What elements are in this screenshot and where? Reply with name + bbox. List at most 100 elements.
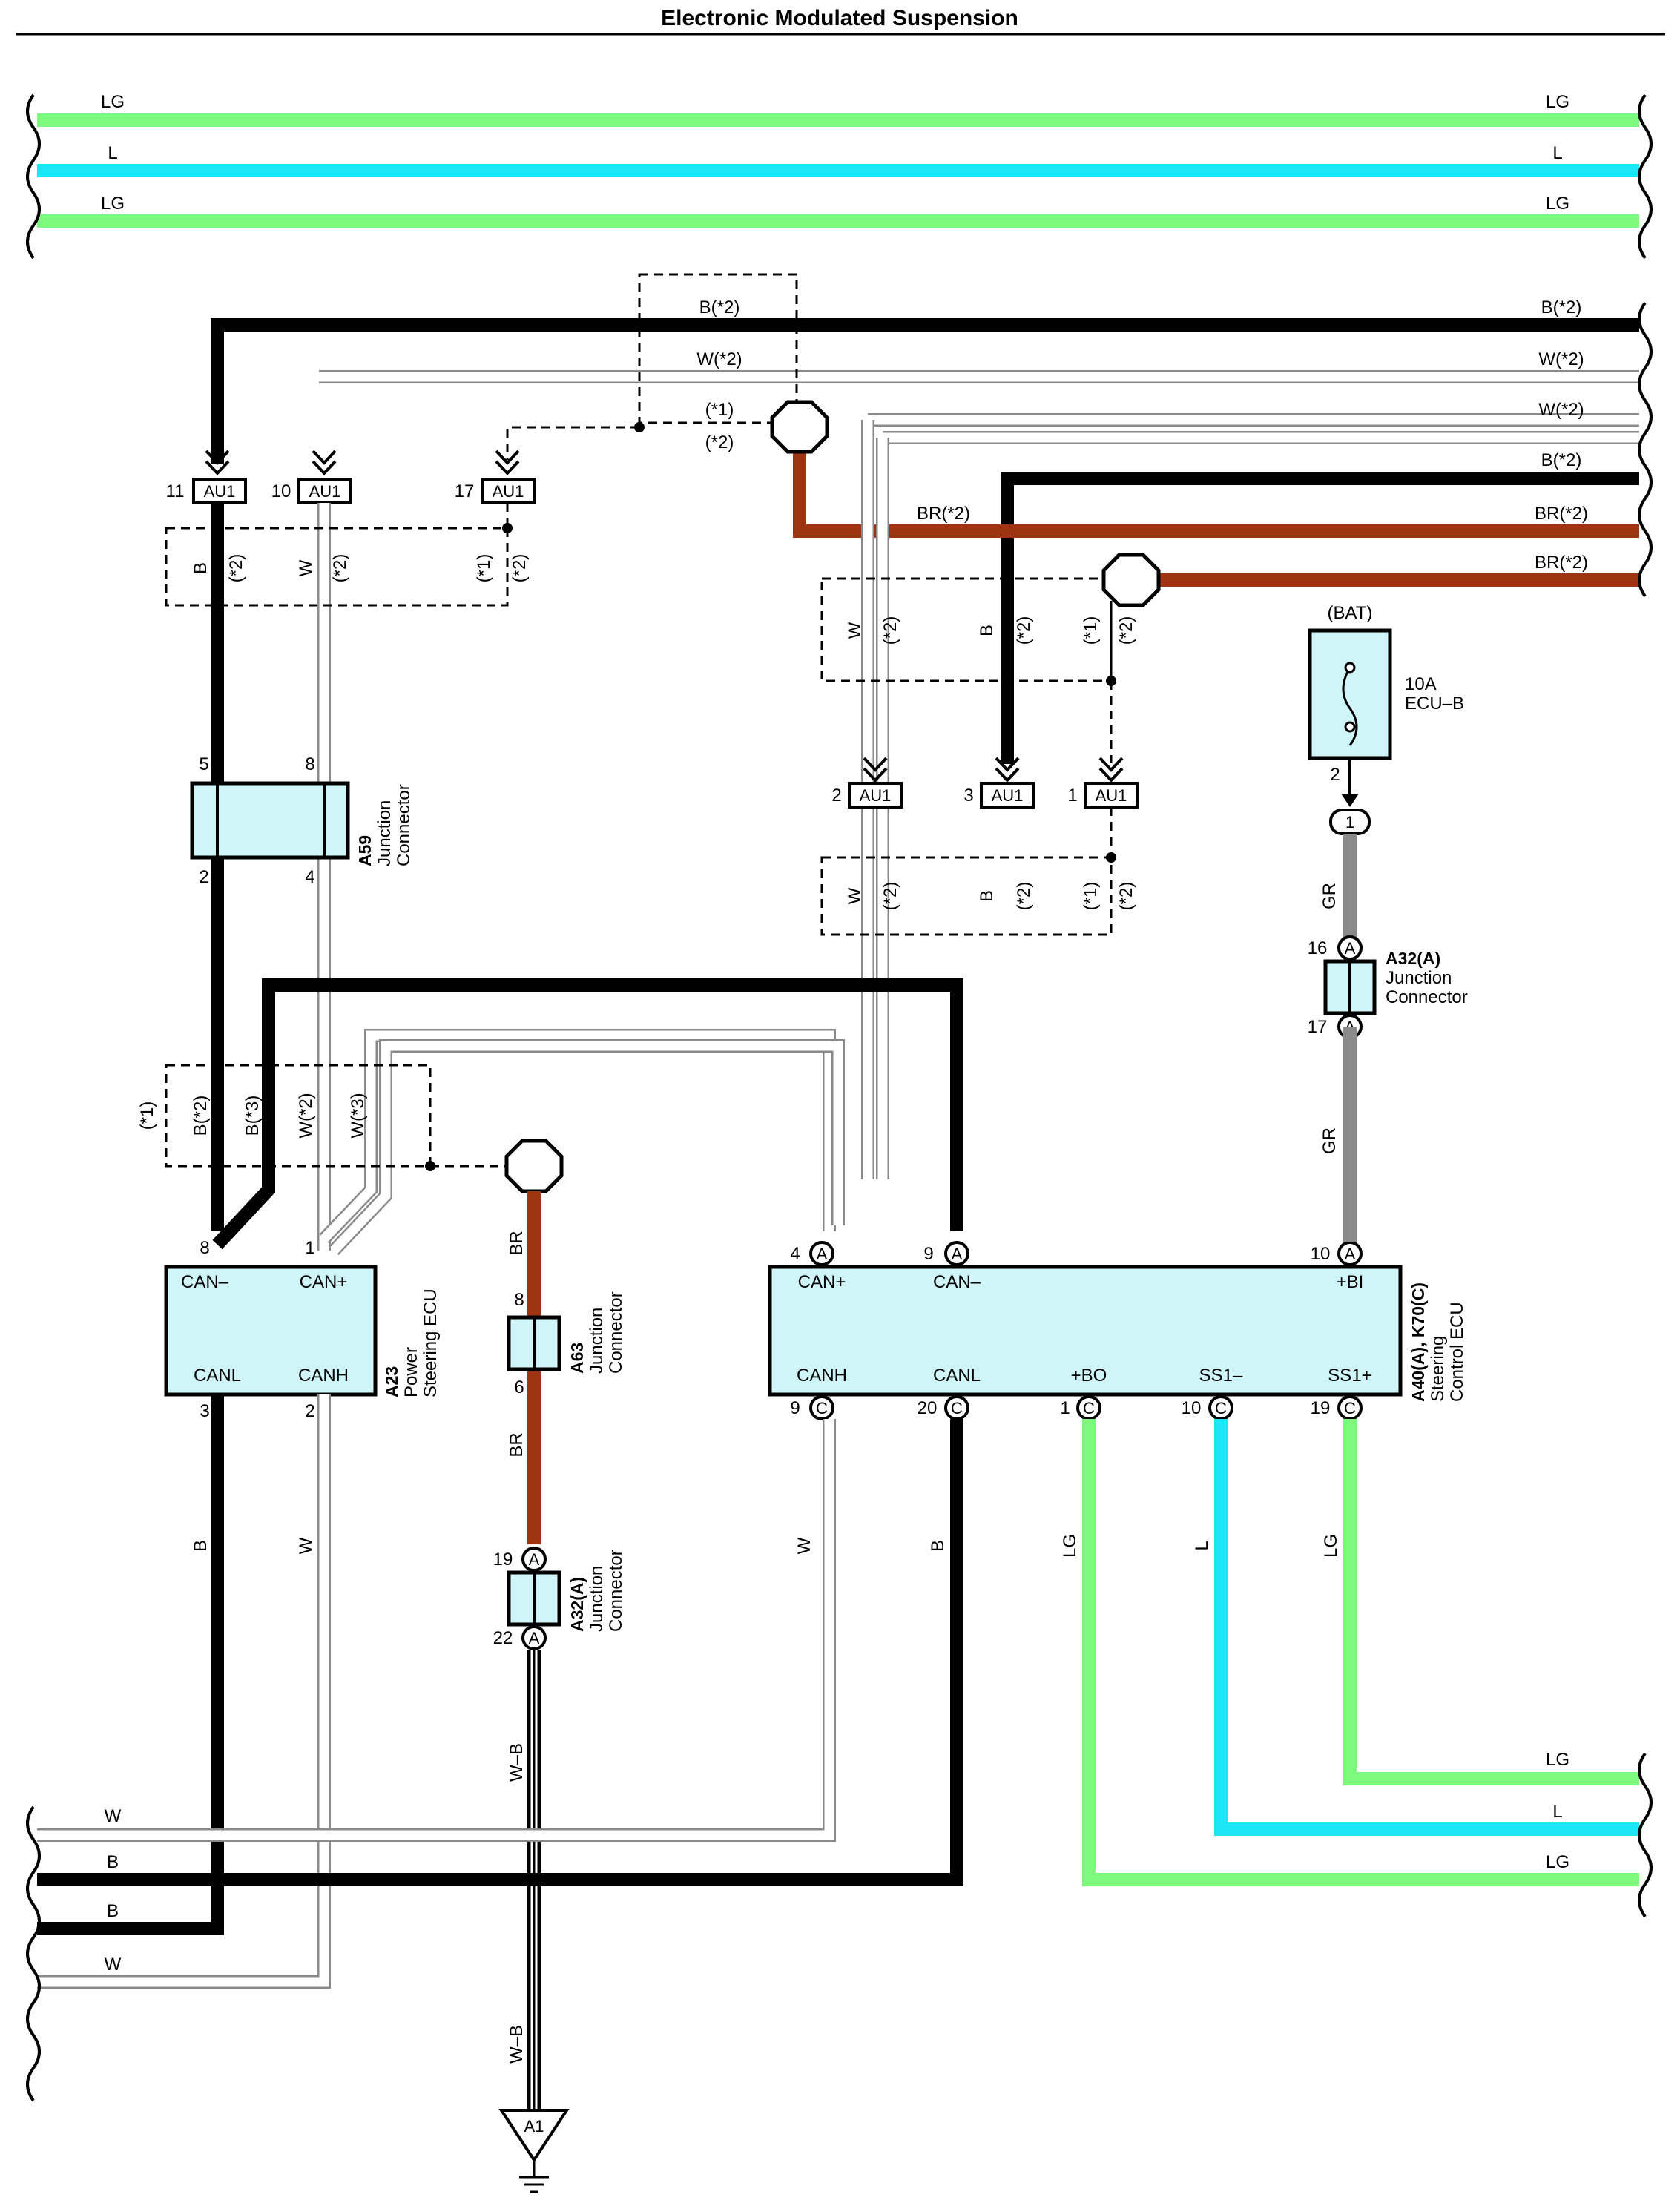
pin-number: 2	[831, 786, 841, 806]
svg-text:Control ECU: Control ECU	[1447, 1302, 1467, 1402]
svg-text:(*1): (*1)	[705, 400, 734, 420]
svg-text:Connector: Connector	[1386, 987, 1468, 1007]
svg-text:A: A	[529, 1550, 540, 1569]
svg-text:Connector: Connector	[606, 1291, 626, 1374]
svg-text:CANH: CANH	[298, 1366, 349, 1386]
svg-text:(*2): (*2)	[1014, 882, 1034, 911]
component-id: A59	[355, 835, 375, 866]
svg-text:9: 9	[790, 1398, 800, 1418]
wire-label: W(*2)	[1538, 400, 1584, 420]
svg-text:SS1+: SS1+	[1328, 1366, 1371, 1386]
svg-text:Connector: Connector	[394, 784, 414, 866]
svg-text:(*2): (*2)	[880, 882, 900, 911]
svg-text:A: A	[1345, 1245, 1356, 1263]
splice-point	[504, 1139, 564, 1193]
svg-text:LG: LG	[1546, 1750, 1569, 1770]
connector-label: AU1	[309, 482, 341, 501]
a63-junction-connector: 8 6 BR BR A63 Junction Connector	[507, 1231, 626, 1457]
svg-text:B(*3): B(*3)	[243, 1096, 263, 1136]
svg-text:CAN+: CAN+	[300, 1272, 348, 1292]
svg-text:CAN–: CAN–	[181, 1272, 229, 1292]
svg-text:(*1): (*1)	[474, 554, 494, 583]
svg-text:Junction: Junction	[1386, 968, 1452, 988]
a32-junction-connector-top: A A 16 17 A32(A) Junction Connector	[1308, 935, 1468, 1039]
svg-text:B: B	[191, 562, 211, 574]
wire-label: LG	[101, 194, 125, 214]
svg-text:Junction: Junction	[587, 1566, 607, 1632]
svg-text:W(*2): W(*2)	[296, 1093, 316, 1138]
svg-text:(*1): (*1)	[137, 1102, 157, 1130]
junction-dot	[634, 422, 645, 432]
svg-text:1: 1	[1345, 813, 1354, 832]
wire-label: L	[1552, 143, 1562, 163]
wire-label: B(*2)	[1541, 297, 1582, 317]
svg-text:(*2): (*2)	[880, 616, 900, 645]
svg-text:BR: BR	[507, 1231, 527, 1255]
left-lower-option-box: (*1) B(*2) B(*3) W(*2) W(*3)	[137, 1064, 510, 1171]
svg-text:6: 6	[514, 1377, 524, 1397]
svg-text:8: 8	[200, 1238, 209, 1258]
wire-label: BR(*2)	[917, 504, 970, 524]
svg-text:CAN+: CAN+	[798, 1272, 846, 1292]
connector-label: AU1	[1096, 786, 1127, 805]
svg-text:1: 1	[305, 1238, 314, 1258]
component-id: A23	[382, 1366, 401, 1397]
svg-text:B: B	[107, 1852, 119, 1872]
upper-option-box: B(*2) W(*2) (*1) (*2)	[506, 273, 798, 460]
a32-junction-connector-bottom: A A 19 22 A32(A) Junction Connector	[493, 1547, 626, 1650]
wire-label: W–B	[507, 2025, 527, 2064]
svg-text:CANL: CANL	[933, 1366, 981, 1386]
wire-label: W–B	[507, 1743, 527, 1782]
connector-label: AU1	[204, 482, 236, 501]
component-id: A32(A)	[1386, 949, 1440, 968]
svg-text:BR: BR	[507, 1432, 527, 1457]
svg-text:(*2): (*2)	[1116, 616, 1136, 645]
wire-label: GR	[1320, 883, 1340, 909]
connector-label: AU1	[493, 482, 524, 501]
svg-text:Junction: Junction	[375, 800, 395, 866]
wire-label: BR(*2)	[1535, 553, 1588, 573]
svg-text:(*1): (*1)	[1081, 882, 1101, 911]
svg-text:B: B	[107, 1901, 119, 1921]
pin-number: 3	[963, 786, 973, 806]
svg-text:W: W	[105, 1806, 122, 1826]
svg-text:17: 17	[1308, 1017, 1328, 1037]
svg-text:C: C	[1215, 1399, 1227, 1417]
mid-option-box-lower: W (*2) B (*2) (*1) (*2)	[820, 807, 1136, 936]
svg-text:(*2): (*2)	[330, 554, 350, 583]
component-id: A32(A)	[567, 1577, 587, 1632]
svg-text:A: A	[817, 1245, 828, 1263]
svg-text:8: 8	[305, 754, 314, 774]
svg-text:CANH: CANH	[797, 1366, 847, 1386]
right-break-marks	[1638, 301, 1653, 598]
fuse-10a-ecu-b: (BAT) 10A ECU–B 2 1	[1308, 603, 1464, 835]
svg-text:20: 20	[918, 1398, 938, 1418]
svg-text:10A: 10A	[1405, 674, 1437, 694]
svg-text:A: A	[952, 1245, 963, 1263]
svg-text:3: 3	[200, 1401, 209, 1421]
wire-label: LG	[1546, 194, 1569, 214]
splice-point	[770, 400, 829, 454]
wire-label: L	[1192, 1541, 1212, 1550]
svg-text:8: 8	[514, 1290, 524, 1310]
top-wire-bundle: LG L LG LG L LG	[26, 92, 1653, 260]
svg-text:C: C	[951, 1399, 963, 1417]
svg-text:4: 4	[790, 1244, 800, 1264]
wire-label: LG	[101, 92, 125, 112]
svg-text:B(*2): B(*2)	[191, 1096, 211, 1136]
svg-text:10: 10	[1182, 1398, 1202, 1418]
svg-text:5: 5	[199, 754, 208, 774]
au1-connector-row-top: AU1 AU1 AU1 11 10 17	[166, 450, 536, 504]
mid-option-box-upper: W (*2) B (*2) (*1) (*2)	[820, 577, 1136, 763]
svg-text:(BAT): (BAT)	[1328, 603, 1373, 623]
left-option-box: B (*2) W (*2) (*1) (*2)	[165, 503, 530, 607]
wire-label: BR(*2)	[1535, 504, 1588, 524]
svg-text:B: B	[977, 625, 997, 636]
wire-label: LG	[1321, 1534, 1341, 1558]
wire-label: W	[296, 1537, 316, 1554]
connector-label: AU1	[992, 786, 1024, 805]
svg-text:W: W	[845, 887, 865, 904]
a23-power-steering-ecu: CAN– CAN+ CANL CANH 8 1 3 2 A23 Power St…	[164, 1238, 441, 1421]
svg-text:W: W	[845, 622, 865, 639]
